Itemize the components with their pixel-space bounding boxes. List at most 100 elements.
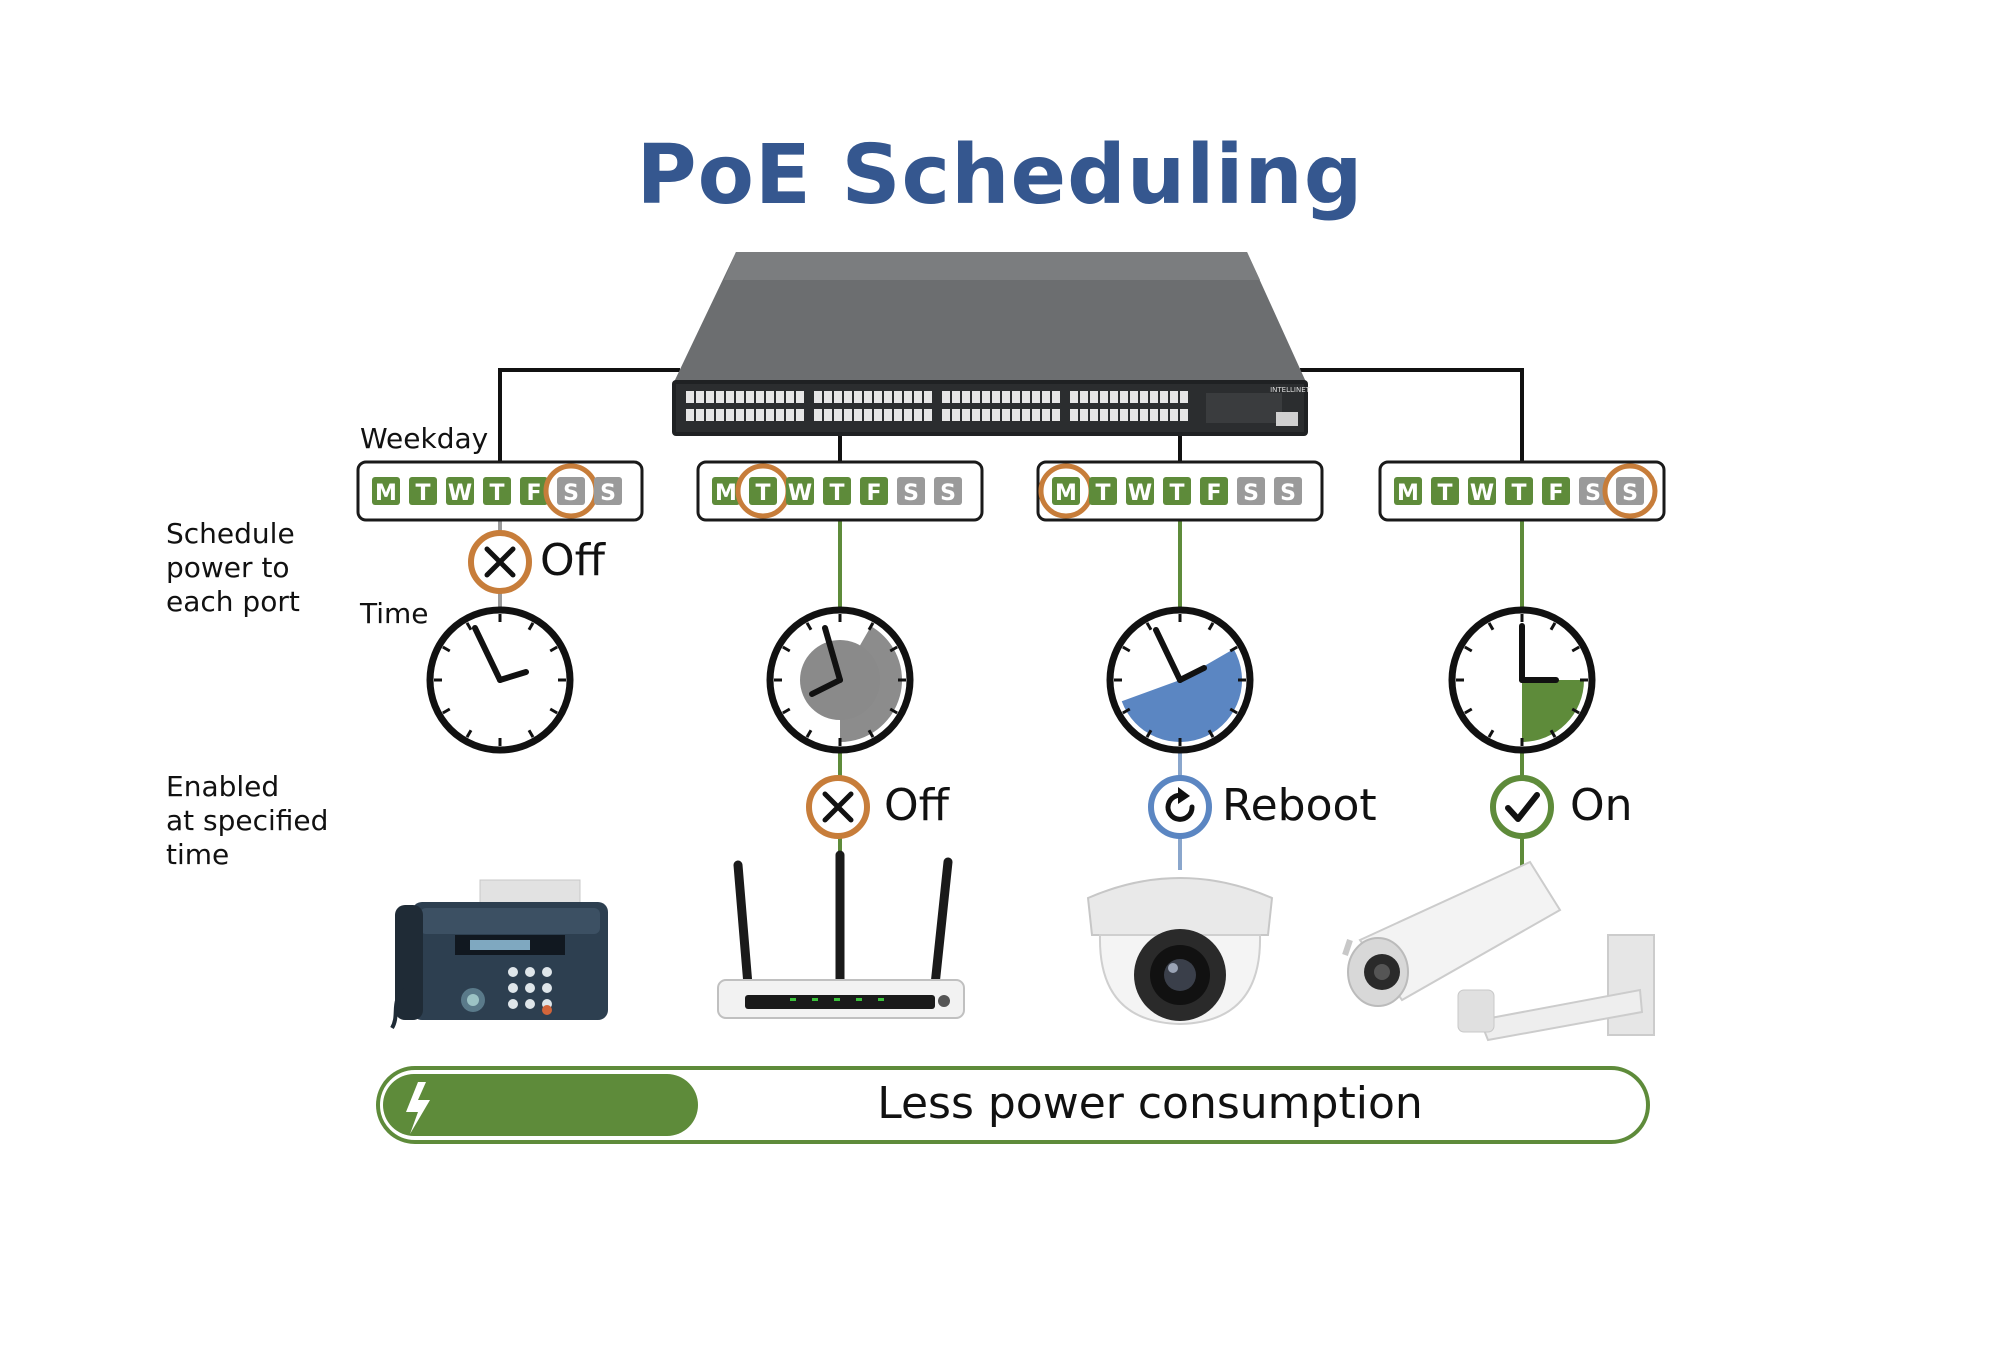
- switch-port: [844, 391, 852, 403]
- switch-port: [1130, 391, 1138, 403]
- weekday-chip: [1163, 477, 1191, 505]
- switch-port: [766, 391, 774, 403]
- weekday-chip: [1542, 477, 1570, 505]
- switch-port: [1052, 409, 1060, 421]
- weekday-letter: S: [903, 481, 919, 506]
- clock-tick: [867, 729, 875, 738]
- clock-tick: [889, 707, 898, 715]
- switch-port: [1012, 409, 1020, 421]
- weekday-letter: T: [1095, 481, 1110, 506]
- switch-port: [1120, 391, 1128, 403]
- switch-port: [1140, 409, 1148, 421]
- enabled-label: Enabled at specified time: [166, 770, 328, 872]
- lightning-icon: [406, 1082, 430, 1134]
- weekday-chip: [1394, 477, 1422, 505]
- switch-port: [796, 409, 804, 421]
- switch-port: [992, 391, 1000, 403]
- switch-port: [726, 409, 734, 421]
- time-label: Time: [360, 597, 429, 630]
- clock-tick: [1207, 729, 1215, 738]
- switch-port: [982, 409, 990, 421]
- switch-port: [1080, 391, 1088, 403]
- weekday-letter: F: [1548, 481, 1563, 506]
- schedule-label-line-3: each port: [166, 585, 300, 618]
- switch-port: [824, 391, 832, 403]
- weekday-letter: T: [1437, 481, 1452, 506]
- switch-port: [1110, 409, 1118, 421]
- switch-port: [786, 409, 794, 421]
- schedule-label: Schedule power to each port: [166, 517, 300, 619]
- clock-tick: [1487, 622, 1495, 631]
- reboot-icon: [1165, 787, 1195, 822]
- clock-tick: [1229, 707, 1238, 715]
- weekday-label: Weekday: [360, 422, 489, 455]
- switch-port: [894, 391, 902, 403]
- switch-port: [776, 409, 784, 421]
- switch-port: [1080, 409, 1088, 421]
- weekday-letter: S: [940, 481, 956, 506]
- port-2-status: Off: [884, 780, 949, 831]
- clock-tick: [1229, 645, 1238, 653]
- switch-port: [874, 409, 882, 421]
- weekday-chip: [934, 477, 962, 505]
- weekday-chip: [1616, 477, 1644, 505]
- clock-tick: [1571, 645, 1580, 653]
- clock-tick: [1549, 622, 1557, 631]
- weekday-letter: W: [1128, 481, 1152, 506]
- switch-port: [1110, 391, 1118, 403]
- weekday-chip: [1274, 477, 1302, 505]
- switch-port: [1170, 391, 1178, 403]
- switch-port: [1180, 391, 1188, 403]
- clock-tick: [527, 622, 535, 631]
- switch-port: [834, 409, 842, 421]
- switch-port: [1100, 409, 1108, 421]
- port-3-status: Reboot: [1222, 780, 1377, 831]
- clock-tick: [1571, 707, 1580, 715]
- clock-minute-hand: [1153, 627, 1183, 683]
- weekday-letter: T: [1511, 481, 1526, 506]
- switch-port: [1150, 409, 1158, 421]
- weekday-letter: S: [600, 481, 616, 506]
- enabled-label-line-3: time: [166, 838, 230, 871]
- switch-port: [914, 409, 922, 421]
- switch-port: [924, 409, 932, 421]
- weekday-letter: T: [1169, 481, 1184, 506]
- weekday-letter: T: [489, 481, 504, 506]
- switch-port: [904, 391, 912, 403]
- switch-port: [942, 409, 950, 421]
- router-device: [717, 850, 965, 1019]
- weekday-chip: [823, 477, 851, 505]
- clock-tick: [1122, 645, 1131, 653]
- weekday-letter: T: [829, 481, 844, 506]
- clock-hour-hand: [1177, 665, 1207, 683]
- weekday-letter: M: [375, 481, 397, 506]
- switch-port: [736, 409, 744, 421]
- weekday-chip: [1126, 477, 1154, 505]
- weekday-letter: M: [1397, 481, 1419, 506]
- switch-port: [796, 391, 804, 403]
- switch-port: [756, 409, 764, 421]
- page-title: PoE Scheduling: [636, 128, 1364, 223]
- weekday-letter: M: [1055, 481, 1077, 506]
- switch-port: [814, 409, 822, 421]
- weekday-chip: [1579, 477, 1607, 505]
- weekday-chip: [1200, 477, 1228, 505]
- clock-tick: [805, 729, 813, 738]
- switch-port: [1052, 391, 1060, 403]
- clock-tick: [782, 707, 791, 715]
- clock-schedule-fill: [1522, 680, 1584, 742]
- weekday-chip: [1468, 477, 1496, 505]
- switch-port: [746, 391, 754, 403]
- switch-port: [1150, 391, 1158, 403]
- switch-port: [756, 391, 764, 403]
- clock-tick: [549, 707, 558, 715]
- clock-hour-hand: [497, 669, 529, 683]
- enabled-label-line-2: at specified: [166, 804, 329, 837]
- switch-port: [716, 409, 724, 421]
- switch-port: [696, 409, 704, 421]
- power-consumption-bar: [376, 1066, 1650, 1144]
- weekday-letter: T: [755, 481, 770, 506]
- switch-connectors: [498, 368, 1524, 462]
- switch-port: [1070, 409, 1078, 421]
- switch-port: [834, 391, 842, 403]
